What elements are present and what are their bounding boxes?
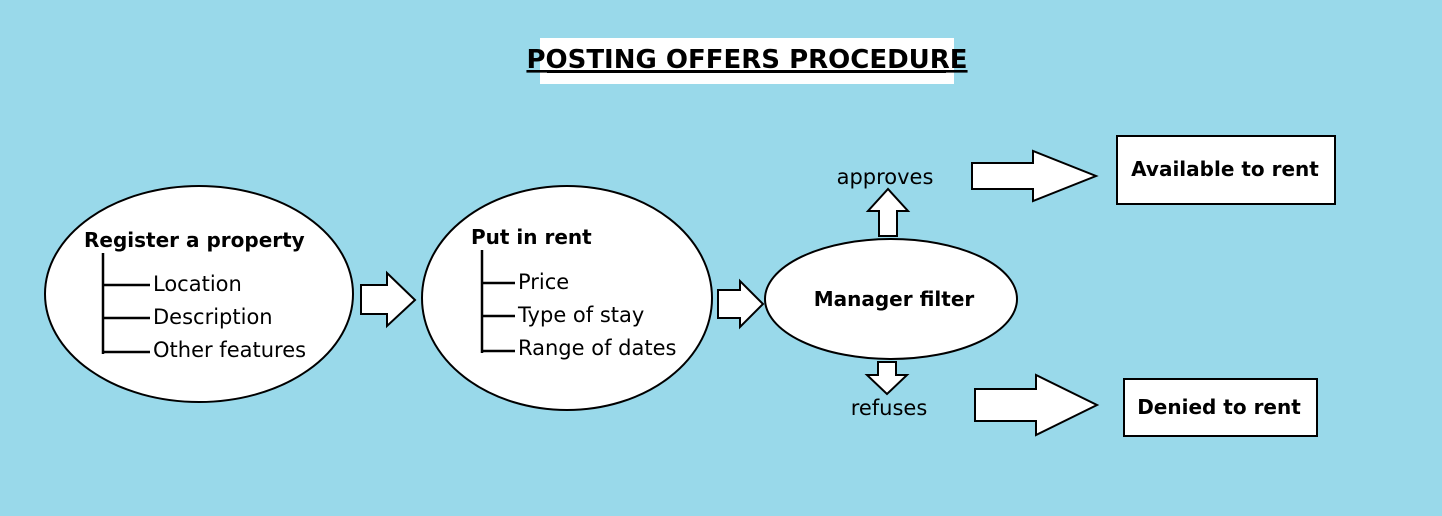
page-title: POSTING OFFERS PROCEDURE — [526, 45, 967, 75]
denied-to-rent-node: Denied to rent — [1123, 378, 1318, 437]
rent-item-range-of-dates: Range of dates — [518, 336, 676, 360]
refuses-label: refuses — [851, 396, 928, 420]
put-in-rent-heading: Put in rent — [471, 225, 592, 249]
manager-filter-label: Manager filter — [814, 287, 975, 311]
available-to-rent-box — [1116, 135, 1336, 205]
arrow-right-icon — [974, 373, 1100, 437]
arrow-right-icon — [717, 278, 765, 330]
approves-label: approves — [837, 165, 934, 189]
available-to-rent-node: Available to rent — [1116, 135, 1336, 205]
register-property-node: Register a property Location Description… — [44, 185, 354, 403]
manager-filter-node: Manager filter — [764, 238, 1018, 360]
rent-tree-lines — [480, 250, 515, 353]
register-property-heading: Register a property — [84, 228, 305, 252]
put-in-rent-ellipse — [421, 185, 713, 411]
register-item-description: Description — [153, 305, 273, 329]
arrow-up-icon — [865, 187, 911, 237]
register-item-other-features: Other features — [153, 338, 306, 362]
denied-to-rent-box — [1123, 378, 1318, 437]
register-item-location: Location — [153, 272, 242, 296]
arrow-right-icon — [360, 270, 417, 329]
manager-filter-ellipse — [764, 238, 1018, 360]
rent-item-price: Price — [518, 270, 569, 294]
denied-to-rent-label: Denied to rent — [1137, 395, 1301, 419]
arrow-right-icon — [971, 149, 1099, 203]
rent-item-type-of-stay: Type of stay — [517, 303, 644, 327]
put-in-rent-node: Put in rent Price Type of stay Range of … — [421, 185, 713, 411]
title-box — [540, 38, 954, 84]
arrow-down-icon — [864, 361, 910, 396]
register-tree-lines — [101, 253, 150, 354]
register-property-ellipse — [44, 185, 354, 403]
available-to-rent-label: Available to rent — [1131, 157, 1319, 181]
